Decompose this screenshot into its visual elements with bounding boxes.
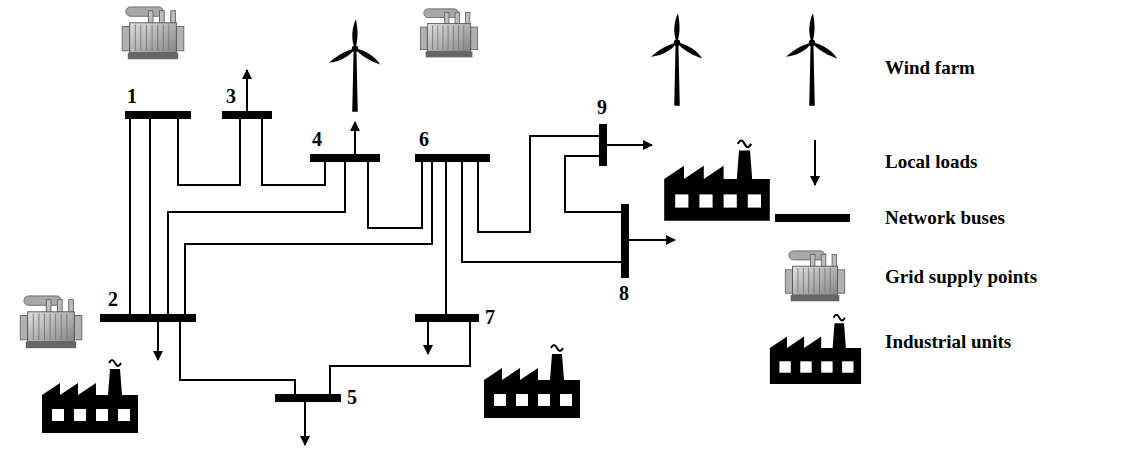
transmission-line xyxy=(178,119,240,185)
legend-text: Wind farm xyxy=(885,57,975,78)
transmission-line xyxy=(445,162,447,314)
legend-entry: Local loads xyxy=(885,150,977,174)
network-bus: 1 xyxy=(125,111,191,119)
bus-number: 5 xyxy=(347,386,357,408)
network-bus: 6 xyxy=(415,154,490,162)
transformer-icon xyxy=(420,9,477,58)
legend-entry: Wind farm xyxy=(885,56,975,80)
legend-text: Grid supply points xyxy=(885,266,1037,287)
transformer-icon xyxy=(20,296,82,348)
load-arrow xyxy=(427,322,429,354)
network-bus: 9 xyxy=(599,124,607,166)
transmission-line xyxy=(368,162,422,228)
wind-turbine-icon xyxy=(650,13,704,106)
bus-number: 9 xyxy=(597,96,607,118)
network-bus: 2 xyxy=(100,314,196,322)
bus-number: 4 xyxy=(312,128,322,150)
load-arrow xyxy=(157,322,159,360)
bus-number: 7 xyxy=(485,306,495,328)
load-arrow xyxy=(629,239,675,241)
transmission-line xyxy=(168,162,345,314)
bus-number: 3 xyxy=(226,85,236,107)
bus-number: 8 xyxy=(619,282,629,304)
factory-icon xyxy=(664,141,770,221)
legend-entry: Grid supply points xyxy=(885,265,1037,289)
transmission-line xyxy=(330,322,470,394)
legend-text: Local loads xyxy=(885,151,977,172)
load-arrow xyxy=(304,402,306,445)
transmission-line xyxy=(180,322,295,394)
bus-number: 1 xyxy=(127,85,137,107)
legend-entry: Network buses xyxy=(885,206,1005,230)
legend-load-symbol xyxy=(814,140,816,185)
factory-icon xyxy=(42,360,138,433)
legend-text: Industrial units xyxy=(885,331,1011,352)
transmission-line xyxy=(262,119,325,185)
network-bus: 3 xyxy=(222,111,272,119)
load-arrow xyxy=(607,144,652,146)
legend-turbine-symbol xyxy=(785,13,839,106)
bus-number: 2 xyxy=(108,288,118,310)
legend-factory-symbol xyxy=(770,315,861,384)
transmission-line xyxy=(129,119,131,314)
legend-bus-symbol xyxy=(775,214,850,222)
bus-number: 6 xyxy=(419,128,429,150)
load-arrow xyxy=(246,70,248,111)
transmission-line xyxy=(149,119,151,314)
transmission-line xyxy=(478,136,599,232)
network-bus: 5 xyxy=(275,394,341,402)
wind-arrow xyxy=(354,122,356,154)
wind-turbine-icon xyxy=(328,19,382,112)
factory-icon xyxy=(484,345,580,418)
legend-entry: Industrial units xyxy=(885,330,1011,354)
transmission-line xyxy=(565,156,621,212)
legend-text: Network buses xyxy=(885,207,1005,228)
transmission-line xyxy=(185,162,432,314)
network-bus: 4 xyxy=(310,154,380,162)
transformer-icon xyxy=(122,7,184,59)
network-bus: 7 xyxy=(415,314,479,322)
legend-transformer-symbol xyxy=(785,251,844,301)
network-bus: 8 xyxy=(621,204,629,278)
